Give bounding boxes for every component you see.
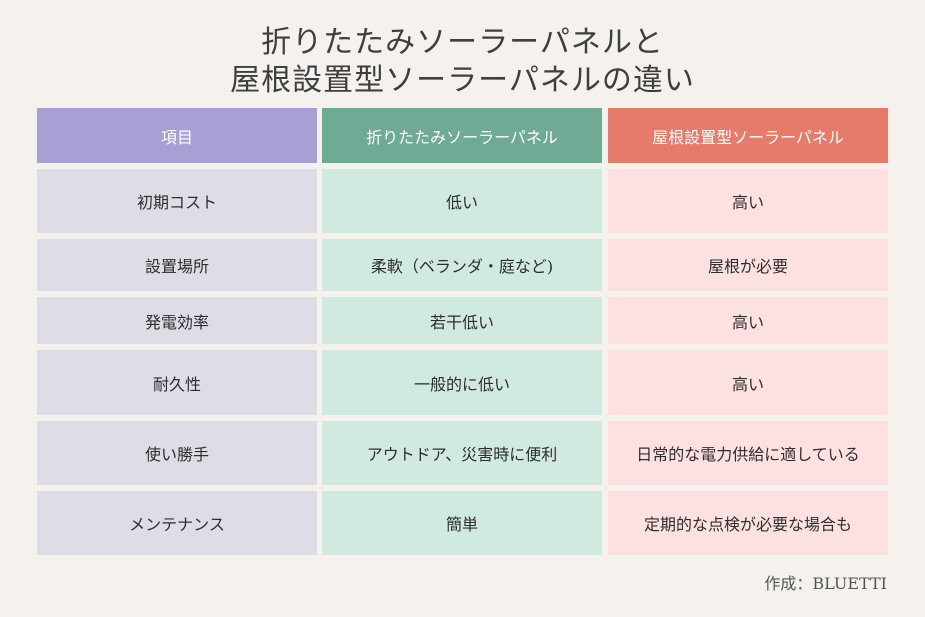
title-line-2: 屋根設置型ソーラーパネルの違い [230,63,695,98]
rooftop-installation-location: 屋根が必要 [608,239,888,291]
foldable-durability: 一般的に低い [322,350,602,415]
header-rooftop-panel: 屋根設置型ソーラーパネル [608,108,888,163]
header-item: 項目 [37,108,317,163]
foldable-usability: アウトドア、災害時に便利 [322,421,602,485]
rooftop-durability: 高い [608,350,888,415]
foldable-efficiency: 若干低い [322,297,602,344]
row-label-installation-location: 設置場所 [37,239,317,291]
rooftop-usability: 日常的な電力供給に適している [608,421,888,485]
row-label-efficiency: 発電効率 [37,297,317,344]
foldable-maintenance: 簡単 [322,491,602,555]
row-label-initial-cost: 初期コスト [37,169,317,233]
foldable-initial-cost: 低い [322,169,602,233]
rooftop-maintenance: 定期的な点検が必要な場合も [608,491,888,555]
row-label-maintenance: メンテナンス [37,491,317,555]
rooftop-initial-cost: 高い [608,169,888,233]
foldable-installation-location: 柔軟（ベランダ・庭など) [322,239,602,291]
credit-text: 作成：BLUETTI [764,574,887,593]
row-label-usability: 使い勝手 [37,421,317,485]
row-label-durability: 耐久性 [37,350,317,415]
title-line-1: 折りたたみソーラーパネルと [261,25,664,60]
header-foldable-panel: 折りたたみソーラーパネル [322,108,602,163]
rooftop-efficiency: 高い [608,297,888,344]
